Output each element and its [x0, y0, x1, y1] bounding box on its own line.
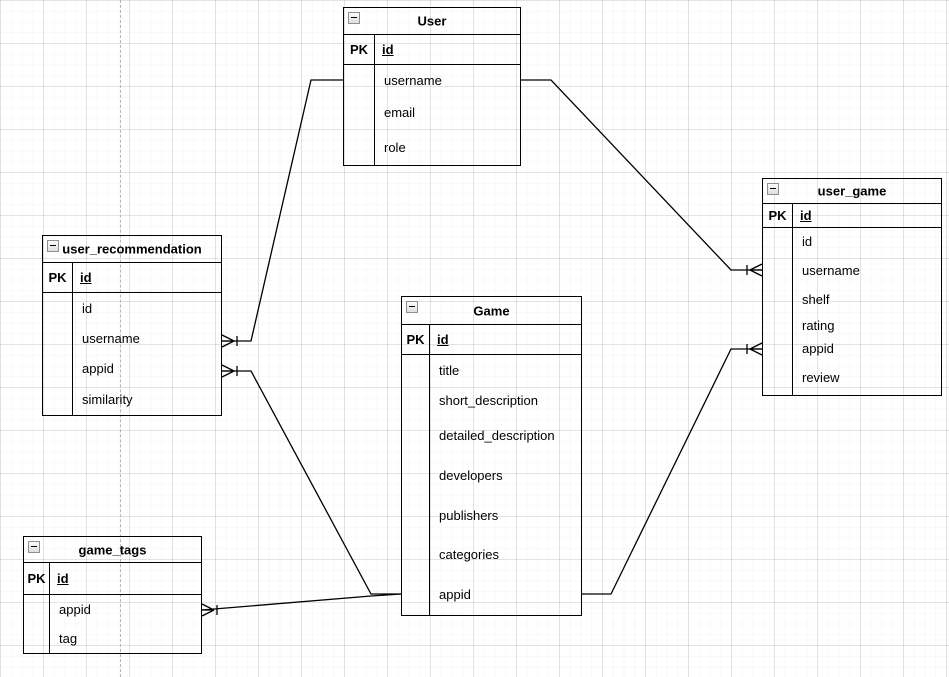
primary-key-row[interactable]: PK id — [344, 35, 520, 65]
table-row[interactable]: email — [344, 95, 520, 130]
pk-column-divider — [49, 563, 50, 653]
table-title: User — [417, 13, 447, 29]
pk-field-name: id — [57, 571, 69, 586]
table-header[interactable]: game_tags — [24, 537, 201, 563]
table-row[interactable]: username — [43, 323, 221, 353]
table-row[interactable]: categories — [402, 535, 581, 573]
field-label: shelf — [802, 291, 830, 307]
table-row[interactable]: id — [763, 228, 941, 255]
collapse-icon[interactable] — [28, 541, 40, 553]
primary-key-row[interactable]: PK id — [402, 325, 581, 355]
field-label: id — [802, 234, 813, 249]
table-row[interactable]: id — [43, 293, 221, 323]
table-row[interactable]: role — [344, 130, 520, 165]
field-label: appid — [59, 602, 91, 617]
field-label: similarity — [82, 391, 133, 407]
field-label: rating — [802, 317, 835, 333]
collapse-icon[interactable] — [767, 183, 779, 195]
pk-field-name: id — [437, 332, 449, 347]
collapse-icon[interactable] — [47, 240, 59, 252]
field-label: developers — [439, 467, 503, 483]
crows-foot-marker — [221, 334, 238, 348]
table-row[interactable]: rating — [763, 313, 941, 337]
primary-key-row[interactable]: PK id — [763, 204, 941, 228]
pk-column-divider — [792, 204, 793, 395]
table-row[interactable]: username — [763, 255, 941, 285]
page-divider — [120, 0, 121, 677]
table-header[interactable]: Game — [402, 297, 581, 325]
table-header[interactable]: user_game — [763, 179, 941, 204]
field-label: detailed_description — [439, 427, 555, 443]
table-header[interactable]: User — [344, 8, 520, 35]
pk-label: PK — [406, 332, 425, 347]
edge-game-to-game-tags[interactable] — [201, 593, 402, 611]
crows-foot-marker — [221, 364, 238, 378]
table-row[interactable]: detailed_description — [402, 415, 581, 455]
table-row[interactable]: shelf — [763, 285, 941, 313]
field-label: short_description — [439, 392, 538, 408]
table-header[interactable]: user_recommendation — [43, 236, 221, 263]
table-title: user_recommendation — [62, 241, 202, 257]
table-title: game_tags — [78, 542, 147, 557]
table-title: Game — [473, 303, 510, 318]
pk-field-name: id — [80, 270, 92, 285]
field-label: appid — [802, 341, 834, 356]
field-label: id — [82, 300, 93, 316]
table-row[interactable]: tag — [24, 624, 201, 653]
field-label: email — [384, 105, 416, 120]
table-row[interactable]: appid — [24, 595, 201, 624]
table-row[interactable]: review — [763, 360, 941, 395]
pk-field-name: id — [382, 42, 394, 57]
table-row[interactable]: appid — [763, 337, 941, 360]
collapse-icon[interactable] — [348, 12, 360, 24]
table-row[interactable]: short_description — [402, 385, 581, 415]
pk-column-divider — [374, 35, 375, 165]
table-row[interactable]: developers — [402, 455, 581, 495]
field-label: review — [802, 370, 840, 385]
edge-user-to-user-recommendation[interactable] — [222, 79, 343, 342]
field-label: tag — [59, 631, 78, 646]
table-row[interactable]: similarity — [43, 383, 221, 415]
pk-label: PK — [48, 270, 67, 285]
pk-column-divider — [429, 325, 430, 615]
field-label: publishers — [439, 507, 499, 523]
edge-user-to-user-game[interactable] — [521, 79, 762, 271]
table-row[interactable]: publishers — [402, 495, 581, 535]
edge-game-to-user-game[interactable] — [582, 348, 762, 595]
collapse-icon[interactable] — [406, 301, 418, 313]
edge-game-to-user-recommendation[interactable] — [222, 370, 401, 595]
table-row[interactable]: appid — [43, 353, 221, 383]
field-label: appid — [439, 586, 471, 602]
field-label: role — [384, 140, 406, 155]
table-row[interactable]: title — [402, 355, 581, 385]
pk-label: PK — [349, 42, 369, 57]
pk-column-divider — [72, 263, 73, 415]
primary-key-row[interactable]: PK id — [24, 563, 201, 595]
table-title: user_game — [817, 183, 887, 199]
crows-foot-marker — [201, 603, 218, 617]
field-label: username — [82, 330, 140, 346]
pk-label: PK — [768, 208, 787, 223]
field-label: title — [439, 362, 460, 378]
field-label: username — [802, 262, 860, 278]
field-label: username — [384, 72, 442, 88]
field-label: appid — [82, 360, 114, 376]
field-label: categories — [439, 546, 499, 562]
pk-field-name: id — [800, 208, 812, 223]
table-row[interactable]: appid — [402, 573, 581, 615]
crows-foot-marker — [746, 263, 763, 277]
crows-foot-marker — [746, 342, 763, 356]
pk-label: PK — [27, 571, 46, 586]
table-row[interactable]: username — [344, 65, 520, 95]
primary-key-row[interactable]: PK id — [43, 263, 221, 293]
